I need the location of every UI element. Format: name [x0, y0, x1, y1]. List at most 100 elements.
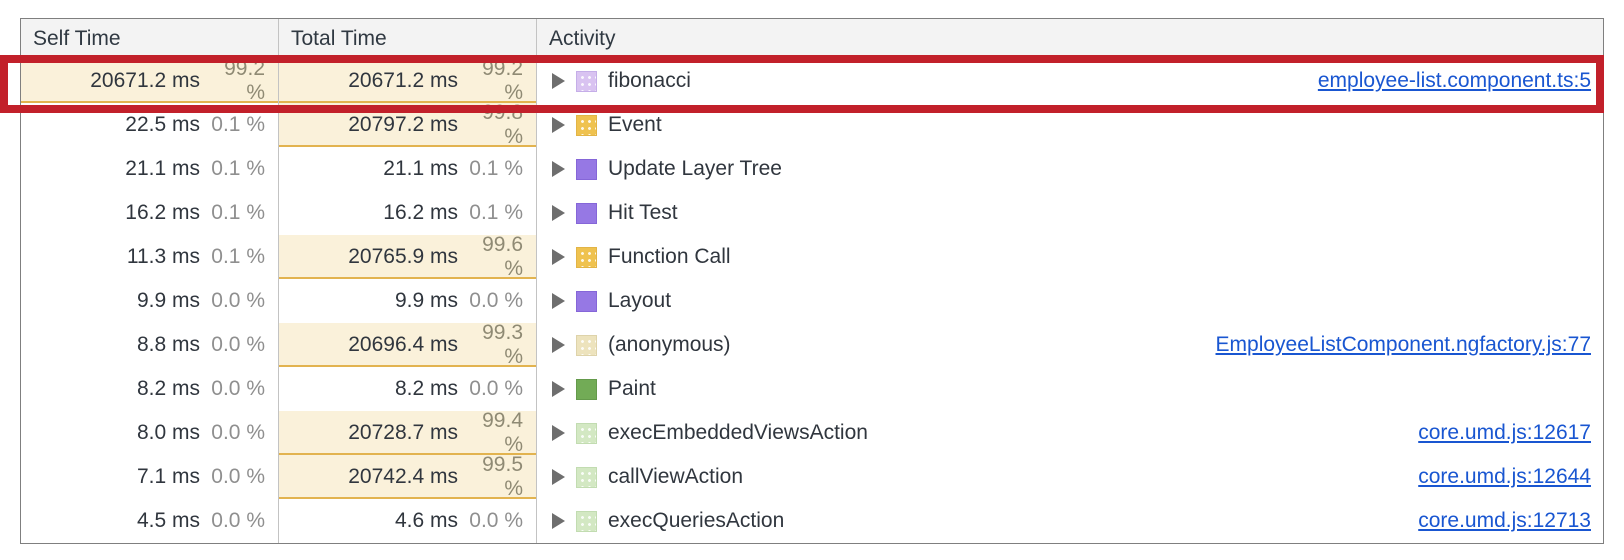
total-time-percent: 99.5 %	[482, 453, 523, 500]
expand-arrow-icon[interactable]	[552, 513, 565, 529]
total-time-value: 20671.2 ms	[348, 69, 458, 92]
activity-category-swatch	[576, 70, 597, 92]
total-time-value: 8.2 ms	[394, 377, 458, 400]
source-location-link[interactable]: core.umd.js:12617	[1418, 421, 1591, 444]
table-row[interactable]: 8.0 ms 0.0 % 20728.7 ms 99.4 % execEmbed…	[21, 409, 1603, 456]
self-time-value: 8.2 ms	[136, 377, 200, 400]
total-time-cell: 20696.4 ms 99.3 %	[279, 321, 537, 368]
activity-cell: (anonymous) EmployeeListComponent.ngfact…	[537, 323, 1603, 367]
expand-arrow-icon[interactable]	[552, 337, 565, 353]
activity-label: Hit Test	[608, 201, 678, 224]
activity-category-swatch	[576, 334, 597, 356]
expand-arrow-icon[interactable]	[552, 73, 565, 89]
total-time-percent: 0.0 %	[469, 289, 523, 312]
table-row[interactable]: 9.9 ms 0.0 % 9.9 ms 0.0 % Layout	[21, 279, 1603, 323]
total-time-percent: 0.1 %	[469, 201, 523, 224]
table-header: Self Time Total Time Activity	[21, 19, 1603, 59]
total-time-percent: 99.6 %	[482, 233, 523, 280]
total-time-percent: 99.3 %	[482, 321, 523, 368]
self-time-percent: 0.1 %	[211, 113, 265, 136]
activity-category-swatch	[576, 290, 597, 312]
self-time-cell: 21.1 ms 0.1 %	[21, 147, 279, 191]
table-row[interactable]: 22.5 ms 0.1 % 20797.2 ms 99.8 % Event	[21, 101, 1603, 148]
column-header-self-time[interactable]: Self Time	[21, 19, 279, 58]
column-header-activity[interactable]: Activity	[549, 26, 616, 50]
self-time-value: 22.5 ms	[125, 113, 200, 136]
total-time-cell: 20671.2 ms 99.2 %	[279, 57, 537, 104]
expand-arrow-icon[interactable]	[552, 249, 565, 265]
total-time-cell: 9.9 ms 0.0 %	[279, 279, 537, 323]
activity-cell: Update Layer Tree	[537, 147, 1603, 191]
self-time-percent: 0.0 %	[211, 421, 265, 444]
self-time-percent: 0.1 %	[211, 245, 265, 268]
total-time-cell: 16.2 ms 0.1 %	[279, 191, 537, 235]
activity-category-swatch	[576, 158, 597, 180]
expand-arrow-icon[interactable]	[552, 381, 565, 397]
self-time-value: 8.8 ms	[136, 333, 200, 356]
activity-label: Function Call	[608, 245, 731, 268]
table-row[interactable]: 4.5 ms 0.0 % 4.6 ms 0.0 % execQueriesAct…	[21, 499, 1603, 543]
table-row[interactable]: 11.3 ms 0.1 % 20765.9 ms 99.6 % Function…	[21, 233, 1603, 280]
activity-cell: Hit Test	[537, 191, 1603, 235]
self-time-percent: 0.1 %	[211, 157, 265, 180]
total-time-value: 20696.4 ms	[348, 333, 458, 356]
total-time-cell: 20797.2 ms 99.8 %	[279, 101, 537, 148]
self-time-percent: 0.0 %	[211, 465, 265, 488]
source-location-link[interactable]: core.umd.js:12644	[1418, 465, 1591, 488]
activity-category-swatch	[576, 114, 597, 136]
expand-arrow-icon[interactable]	[552, 205, 565, 221]
table-row[interactable]: 21.1 ms 0.1 % 21.1 ms 0.1 % Update Layer…	[21, 147, 1603, 191]
expand-arrow-icon[interactable]	[552, 293, 565, 309]
activity-label: Update Layer Tree	[608, 157, 782, 180]
total-time-percent: 99.8 %	[482, 101, 523, 148]
activity-category-swatch	[576, 422, 597, 444]
total-time-percent: 0.0 %	[469, 509, 523, 532]
self-time-percent: 0.0 %	[211, 289, 265, 312]
self-time-cell: 8.8 ms 0.0 %	[21, 323, 279, 367]
activity-cell: execEmbeddedViewsAction core.umd.js:1261…	[537, 411, 1603, 455]
expand-arrow-icon[interactable]	[552, 161, 565, 177]
total-time-value: 20765.9 ms	[348, 245, 458, 268]
activity-category-swatch	[576, 378, 597, 400]
table-row[interactable]: 16.2 ms 0.1 % 16.2 ms 0.1 % Hit Test	[21, 191, 1603, 235]
total-time-cell: 21.1 ms 0.1 %	[279, 147, 537, 191]
expand-arrow-icon[interactable]	[552, 469, 565, 485]
source-location-link[interactable]: EmployeeListComponent.ngfactory.js:77	[1215, 333, 1591, 356]
self-time-value: 16.2 ms	[125, 201, 200, 224]
activity-label: execQueriesAction	[608, 509, 785, 532]
total-time-percent: 0.1 %	[469, 157, 523, 180]
source-location-link[interactable]: core.umd.js:12713	[1418, 509, 1591, 532]
self-time-percent: 0.0 %	[211, 377, 265, 400]
total-time-cell: 20742.4 ms 99.5 %	[279, 453, 537, 500]
activity-label: execEmbeddedViewsAction	[608, 421, 868, 444]
self-time-value: 21.1 ms	[125, 157, 200, 180]
table-row[interactable]: 8.2 ms 0.0 % 8.2 ms 0.0 % Paint	[21, 367, 1603, 411]
activity-cell: fibonacci employee-list.component.ts:5	[537, 59, 1603, 103]
activity-cell: Layout	[537, 279, 1603, 323]
table-row[interactable]: 20671.2 ms 99.2 % 20671.2 ms 99.2 % fibo…	[21, 57, 1603, 104]
activity-cell: Paint	[537, 367, 1603, 411]
total-time-percent: 99.4 %	[482, 409, 523, 456]
column-header-total-time[interactable]: Total Time	[279, 19, 537, 58]
activity-category-swatch	[576, 246, 597, 268]
expand-arrow-icon[interactable]	[552, 117, 565, 133]
activity-label: Event	[608, 113, 662, 136]
total-time-value: 9.9 ms	[394, 289, 458, 312]
activity-cell: callViewAction core.umd.js:12644	[537, 455, 1603, 499]
activity-label: callViewAction	[608, 465, 744, 488]
expand-arrow-icon[interactable]	[552, 425, 565, 441]
total-time-value: 16.2 ms	[383, 201, 458, 224]
total-time-value: 20742.4 ms	[348, 465, 458, 488]
activity-category-swatch	[576, 466, 597, 488]
table-row[interactable]: 7.1 ms 0.0 % 20742.4 ms 99.5 % callViewA…	[21, 453, 1603, 500]
activity-cell: Event	[537, 103, 1603, 147]
table-row[interactable]: 8.8 ms 0.0 % 20696.4 ms 99.3 % (anonymou…	[21, 321, 1603, 368]
source-location-link[interactable]: employee-list.component.ts:5	[1317, 69, 1591, 92]
activity-label: (anonymous)	[608, 333, 731, 356]
bottom-up-table: Self Time Total Time Activity 20671.2 ms…	[20, 18, 1604, 544]
total-time-percent: 0.0 %	[469, 377, 523, 400]
total-time-value: 4.6 ms	[394, 509, 458, 532]
self-time-value: 20671.2 ms	[90, 69, 200, 92]
total-time-value: 21.1 ms	[383, 157, 458, 180]
activity-label: Layout	[608, 289, 672, 312]
